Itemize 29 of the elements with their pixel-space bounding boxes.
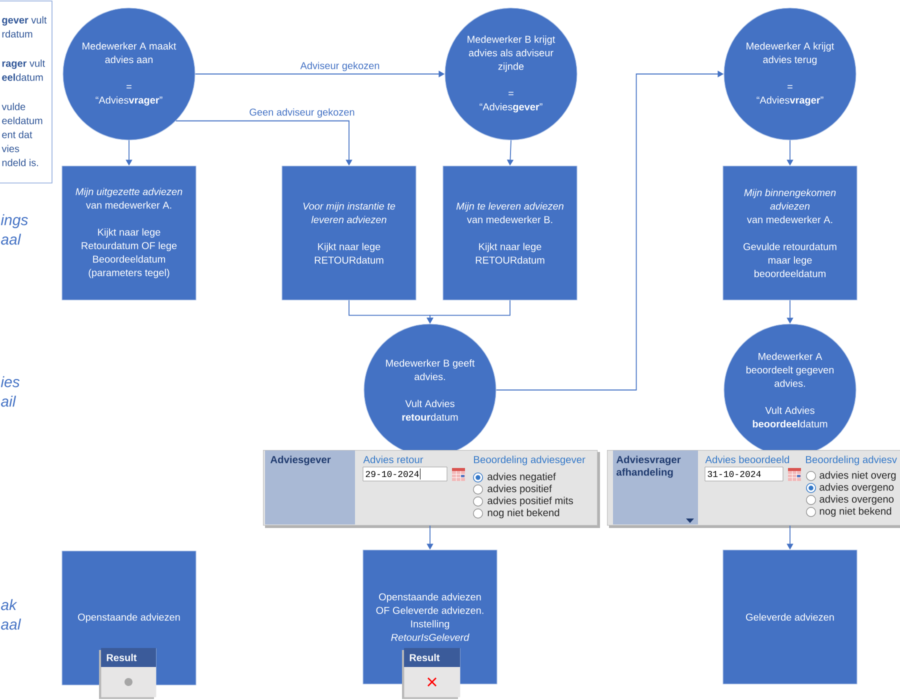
option-label: advies overgeno — [820, 483, 894, 493]
process-box: Mijn binnengekomen adviezen van medewerker A. Gevulde retourdatum maar lege beoordeeldatum — [722, 166, 858, 300]
group-label: Beoordeling adviesv — [806, 456, 897, 466]
note-box: gever vult rdatum rager vult eeldatum vulde eeldatum ent dat vies ndeld is. — [0, 0, 52, 184]
group-label: Beoordeling adviesgever — [474, 456, 586, 466]
option-label: advies positief — [488, 484, 552, 494]
process-box: Geleverde adviezen — [722, 550, 858, 684]
option-label: nog niet bekend — [488, 508, 560, 518]
edge-label: Geen adviseur gekozen — [248, 107, 356, 119]
side-text: ings aal — [0, 214, 28, 245]
result-tile: Result — [99, 648, 156, 699]
option-label: nog niet bekend — [820, 507, 892, 517]
result-tile: Result — [402, 648, 460, 699]
process-box: Mijn uitgezette adviezen van medewerker A. Kijkt naar lege Retourdatum OF lege Beoordeeldatum (parameters tegel) — [62, 166, 196, 300]
process-box: Voor mijn instantie te leveren adviezen Kijkt naar lege RETOURdatum — [282, 166, 416, 300]
option-label: advies negatief — [488, 472, 556, 482]
panel-title: Adviesvrager afhandeling — [616, 456, 681, 478]
side-text: ies ail — [0, 376, 20, 407]
option-label: advies niet overg — [820, 471, 896, 481]
option-label: advies overgeno — [820, 495, 894, 505]
date-field: 29-10-2024 — [362, 466, 448, 482]
option-label: advies positief mits — [488, 496, 573, 506]
field-label: Advies retour — [363, 456, 424, 464]
process-box: Mijn te leveren adviezen van medewerker B. Kijkt naar lege RETOURdatum — [442, 166, 578, 300]
field-label: Advies beoordeeld — [705, 456, 790, 464]
edge-label: Adviseur gekozen — [299, 60, 381, 72]
date-field: 31-10-2024 — [704, 466, 784, 482]
panel-title: Adviesgever — [270, 456, 331, 466]
side-text: ak aal — [1, 599, 22, 630]
